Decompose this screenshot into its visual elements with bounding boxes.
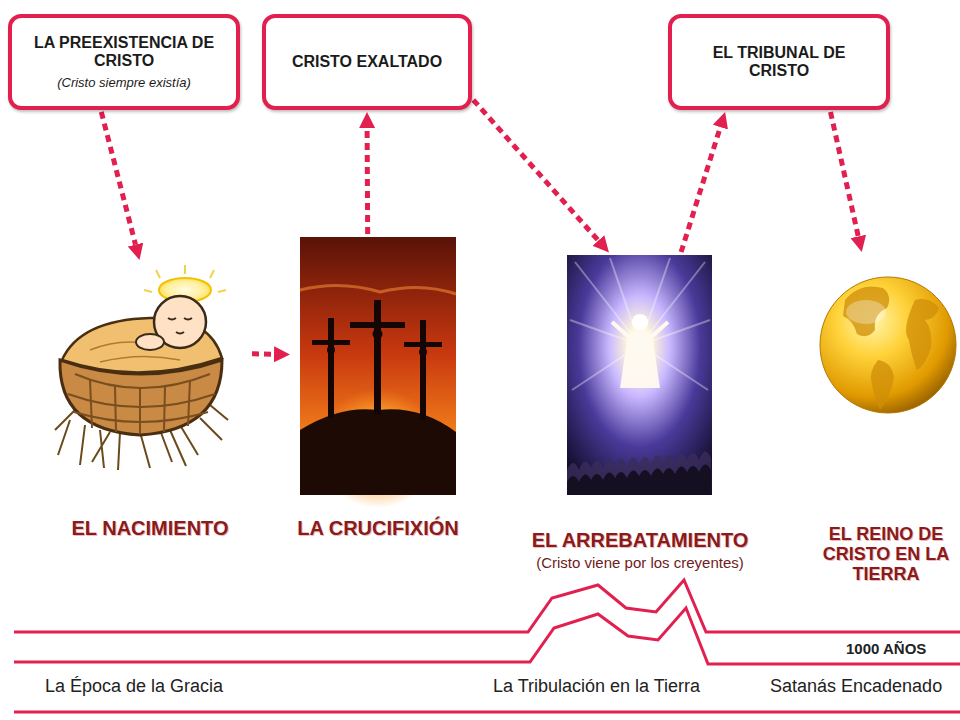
- rapture-painting: [567, 464, 712, 495]
- rapture-painting: [567, 255, 712, 495]
- crucifixion-photo: [328, 318, 334, 418]
- manger-illustration: [90, 380, 190, 434]
- rapture-painting: [567, 255, 712, 495]
- event-label: EL NACIMIENTO: [71, 517, 228, 540]
- crucifixion-photo: [373, 329, 383, 339]
- event-picture: LA CRUCIFIXIÓN: [292, 236, 464, 540]
- timeline-arrow: [473, 100, 598, 241]
- rapture-painting: [620, 331, 660, 388]
- duration-label: 1000 AÑOS: [846, 640, 926, 657]
- crucifixion-photo: [350, 322, 405, 328]
- timeline-arrow: [365, 128, 371, 234]
- period-label: La Tribulación en la Tierra: [493, 676, 700, 697]
- timeline-line: [14, 711, 960, 714]
- timeline-arrow: [830, 112, 858, 236]
- crucifixion-photo: [312, 300, 442, 420]
- event-picture: EL ARREBATAMIENTO (Cristo viene por los c…: [505, 254, 775, 572]
- box-title: CRISTO EXALTADO: [292, 53, 442, 71]
- crucifixion-photo: [300, 285, 456, 294]
- crucifixion-photo: [420, 320, 426, 420]
- event-subtitle: (Cristo viene por los creyentes): [536, 554, 744, 572]
- crucifixion-photo: [327, 346, 335, 354]
- globe-illustration: [843, 287, 939, 411]
- box-subtitle: (Cristo siempre existía): [57, 75, 191, 91]
- timeline-line: [14, 580, 960, 632]
- crucifixion-photo: [329, 353, 334, 377]
- manger-illustration: [136, 334, 164, 350]
- crucifixion-photo: [374, 300, 381, 415]
- event-label: EL REINO DE CRISTO EN LA TIERRA: [818, 524, 954, 584]
- globe-illustration: [820, 277, 956, 413]
- event-box: CRISTO EXALTADO: [262, 14, 472, 110]
- event-label: LA CRUCIFIXIÓN: [297, 517, 458, 540]
- rapture-painting: [570, 258, 710, 390]
- crucifixion-photo: [421, 355, 426, 379]
- timeline-arrow: [252, 351, 274, 356]
- manger-illustration: [55, 265, 228, 470]
- timeline-line: [14, 580, 960, 712]
- period-label: Satanás Encadenado: [770, 676, 942, 697]
- globe-illustration: [906, 299, 939, 370]
- rapture-painting: [632, 314, 648, 330]
- box-title: EL TRIBUNAL DE CRISTO: [682, 44, 876, 81]
- timeline-arrow: [101, 112, 135, 245]
- crucifixion-photo: [300, 409, 456, 495]
- crucifixion-photo: [300, 237, 456, 495]
- globe-illustration: [820, 277, 956, 413]
- rapture-painting: [567, 451, 712, 495]
- crucifixion-photo: [375, 338, 381, 368]
- timeline-arrow: [681, 127, 720, 252]
- timeline-line: [14, 608, 960, 664]
- manger-illustration: [168, 318, 192, 334]
- globe-illustration: [871, 360, 894, 410]
- event-box: EL TRIBUNAL DE CRISTO: [668, 14, 890, 110]
- crucifixion-photo: [312, 340, 350, 345]
- box-title: LA PREEXISTENCIA DE CRISTO: [22, 34, 226, 71]
- event-picture: EL NACIMIENTO: [50, 262, 250, 540]
- crucifixion-photo: [404, 342, 442, 347]
- rapture-painting: [612, 322, 668, 338]
- globe-illustration: [846, 300, 886, 324]
- event-picture: EL REINO DE CRISTO EN LA TIERRA: [816, 254, 956, 584]
- crucifixion-photo: [419, 348, 427, 356]
- event-label: EL ARREBATAMIENTO: [532, 529, 749, 552]
- period-label: La Época de la Gracia: [45, 676, 223, 697]
- globe-illustration: [843, 287, 889, 337]
- event-box: LA PREEXISTENCIA DE CRISTO (Cristo siempr…: [8, 14, 240, 110]
- crucifixion-photo: [300, 237, 456, 508]
